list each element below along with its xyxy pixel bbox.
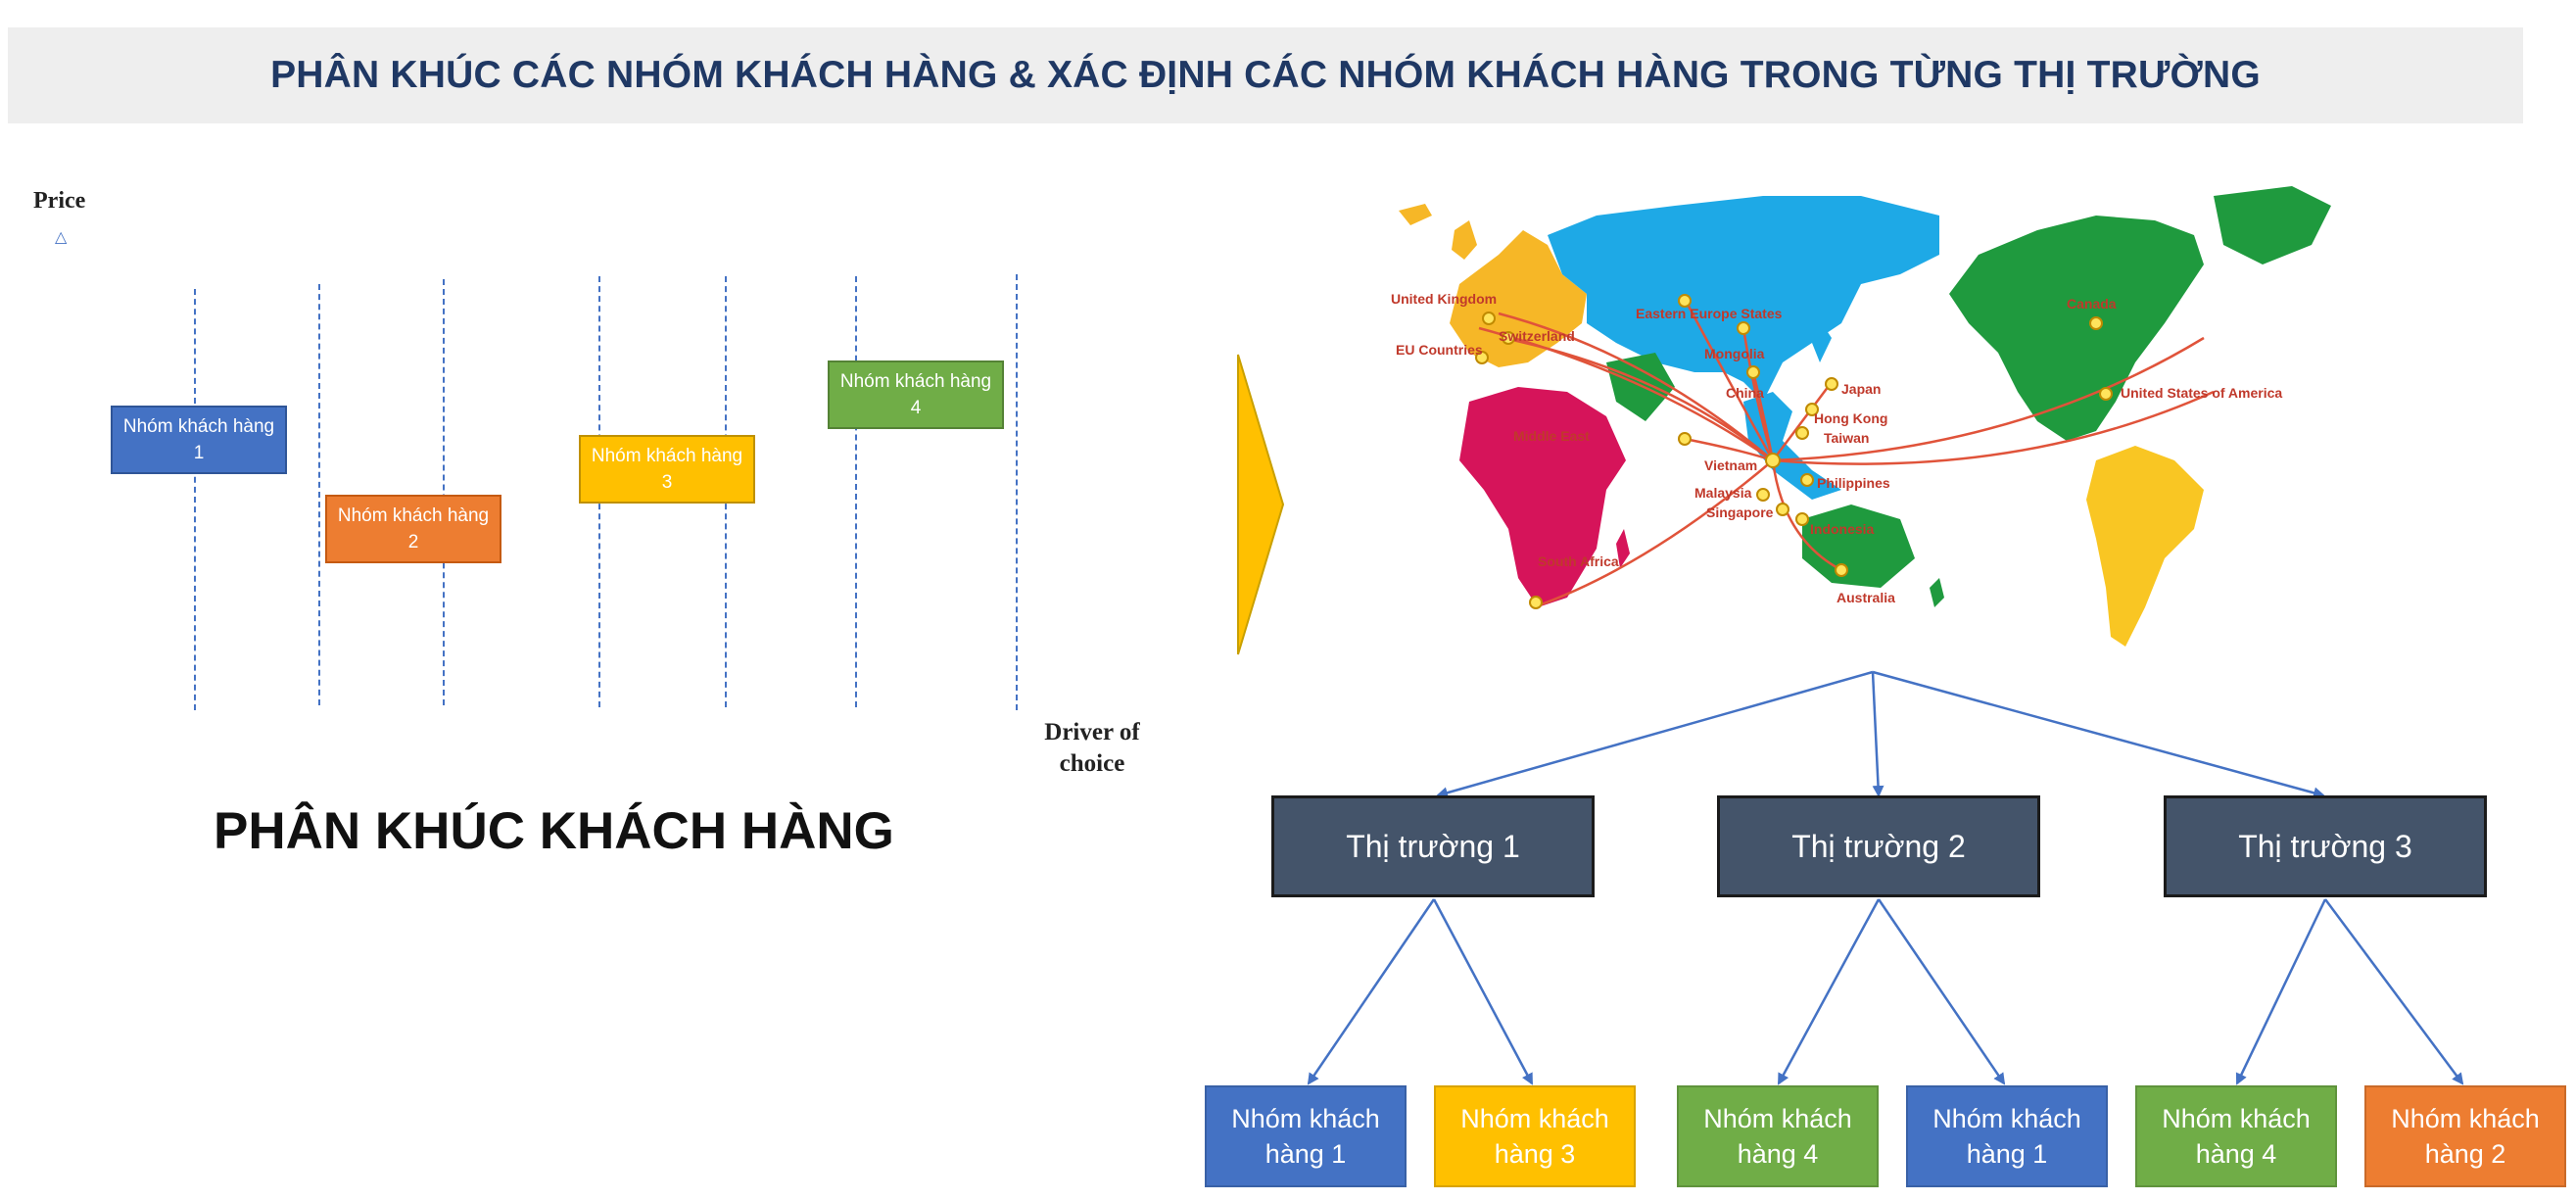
map-label: Vietnam (1704, 457, 1757, 473)
segment-box-1: Nhóm khách hàng 1 (111, 406, 287, 474)
group-line2: hàng 4 (1737, 1139, 1819, 1169)
market-box-3: Thị trường 3 (2164, 795, 2487, 897)
segment-label: Nhóm khách hàng (122, 416, 275, 437)
page-title: PHÂN KHÚC CÁC NHÓM KHÁCH HÀNG & XÁC ĐỊNH… (270, 54, 2261, 96)
map-label: EU Countries (1396, 342, 1483, 358)
group-line1: Nhóm khách (2162, 1104, 2311, 1133)
map-label: Malaysia (1694, 485, 1752, 501)
map-label: China (1726, 385, 1764, 401)
group-line2: hàng 1 (1966, 1139, 2048, 1169)
market-label: Thị trường 1 (1346, 828, 1520, 864)
uk-region (1452, 220, 1477, 260)
group-line1: Nhóm khách (1932, 1104, 2081, 1133)
north-america-region (1949, 216, 2204, 441)
segment-divider (318, 284, 320, 705)
map-label: Mongolia (1704, 346, 1765, 361)
map-label: United States of America (2121, 385, 2282, 401)
southeast-asia-region (1743, 392, 1841, 500)
group-line2: hàng 2 (2424, 1139, 2506, 1169)
market-group-box: Nhóm khách hàng 1 (1906, 1085, 2108, 1187)
map-label: Eastern Europe States (1636, 306, 1783, 321)
market-group-box: Nhóm khách hàng 3 (1434, 1085, 1636, 1187)
map-label: Philippines (1817, 475, 1890, 491)
trade-routes (1478, 298, 2215, 609)
asia-region (1548, 196, 1939, 402)
map-label: Indonesia (1810, 521, 1875, 537)
map-label: South Africa (1538, 553, 1619, 569)
segment-divider (443, 279, 445, 705)
new-zealand-region (1930, 578, 1944, 607)
header-bar: PHÂN KHÚC CÁC NHÓM KHÁCH HÀNG & XÁC ĐỊNH… (8, 27, 2523, 123)
market-group-box: Nhóm khách hàng 4 (2135, 1085, 2337, 1187)
map-label: Switzerland (1499, 328, 1575, 344)
location-dots (1475, 294, 2113, 609)
segment-divider (1016, 274, 1018, 710)
group-line1: Nhóm khách (1231, 1104, 1380, 1133)
segment-box-3: Nhóm khách hàng 3 (579, 435, 755, 504)
africa-region (1459, 387, 1626, 607)
europe-region (1450, 230, 1587, 367)
market-group-box: Nhóm khách hàng 2 (2364, 1085, 2566, 1187)
segment-box-4: Nhóm khách hàng 4 (828, 360, 1004, 429)
map-label: Taiwan (1824, 430, 1869, 446)
world-map: United Kingdom Switzerland EU Countries … (1391, 186, 2331, 647)
map-label: Canada (2067, 296, 2117, 312)
segment-number: 3 (661, 472, 673, 493)
market-label: Thị trường 2 (1791, 828, 1966, 864)
x-axis-label-line1: Driver of (1044, 719, 1140, 745)
market-group-box: Nhóm khách hàng 4 (1677, 1085, 1879, 1187)
arrow-up-icon: △ (55, 229, 68, 246)
map-label: Singapore (1706, 504, 1774, 520)
south-america-region (2086, 446, 2204, 647)
group-line1: Nhóm khách (1703, 1104, 1852, 1133)
map-label: Hong Kong (1814, 410, 1887, 426)
y-axis-label: Price (33, 188, 86, 214)
segment-label: Nhóm khách hàng (337, 505, 490, 526)
segment-number: 1 (193, 443, 205, 463)
group-line2: hàng 4 (2195, 1139, 2277, 1169)
group-line2: hàng 1 (1264, 1139, 1347, 1169)
x-axis-label: Driver of choice (1028, 717, 1156, 780)
segment-number: 2 (407, 532, 419, 552)
group-line1: Nhóm khách (2391, 1104, 2540, 1133)
segmentation-heading: PHÂN KHÚC KHÁCH HÀNG (214, 802, 894, 860)
map-label: United Kingdom (1391, 291, 1497, 307)
australia-region (1802, 504, 1915, 588)
map-label: Japan (1841, 381, 1881, 397)
map-label: Australia (1837, 590, 1895, 605)
x-axis-label-line2: choice (1059, 750, 1125, 777)
madagascar-region (1616, 529, 1630, 568)
segment-label: Nhóm khách hàng (591, 446, 743, 466)
segment-label: Nhóm khách hàng (839, 371, 992, 392)
greenland-region (2214, 186, 2331, 264)
iceland-region (1399, 204, 1432, 225)
market-group-box: Nhóm khách hàng 1 (1205, 1085, 1407, 1187)
group-line2: hàng 3 (1494, 1139, 1576, 1169)
market-box-1: Thị trường 1 (1271, 795, 1595, 897)
segment-box-2: Nhóm khách hàng 2 (325, 495, 501, 563)
market-box-2: Thị trường 2 (1717, 795, 2040, 897)
map-label: Middle East (1513, 428, 1590, 444)
arrow-right-icon (1237, 354, 1285, 655)
segment-divider (855, 276, 857, 707)
segment-divider (194, 289, 196, 710)
market-label: Thị trường 3 (2238, 828, 2412, 864)
group-line1: Nhóm khách (1460, 1104, 1609, 1133)
middle-east-region (1606, 353, 1675, 421)
segment-number: 4 (910, 398, 922, 418)
japan-region (1812, 323, 1832, 362)
